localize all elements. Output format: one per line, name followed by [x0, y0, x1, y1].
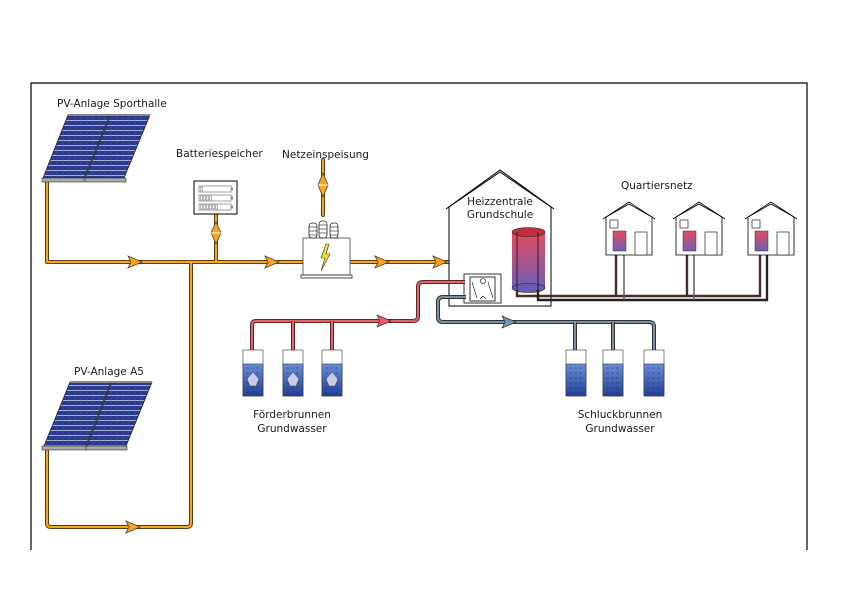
- district-network-label: Quartiersnetz: [621, 180, 693, 192]
- pv-array-a5: PV-Anlage A5: [41, 366, 153, 451]
- supply-wells: Förderbrunnen Grundwasser: [242, 349, 343, 435]
- pv-array-sporthalle: PV-Anlage Sporthalle: [41, 98, 167, 183]
- well-icon: [565, 349, 587, 397]
- district-network: Quartiersnetz: [602, 180, 798, 256]
- heat-pump-icon: [463, 273, 502, 304]
- supply-wells-label-line1: Förderbrunnen: [253, 409, 331, 421]
- heating-center-label-line1: Heizzentrale: [467, 196, 533, 208]
- battery-storage: Batteriespeicher: [176, 148, 263, 215]
- house-icon: [602, 201, 656, 256]
- pv-a5-label: PV-Anlage A5: [74, 366, 144, 378]
- transformer-icon: [300, 220, 353, 279]
- frame: [30, 82, 808, 550]
- flow-arrow: [376, 314, 392, 328]
- heating-center-label-line2: Grundschule: [467, 209, 533, 221]
- pv-sporthalle-label: PV-Anlage Sporthalle: [57, 98, 167, 110]
- house-icon: [672, 201, 726, 256]
- lightning-icon: [320, 243, 331, 272]
- grid-feed-in: Netzeinspeisung: [282, 149, 369, 279]
- return-wells-label-line2: Grundwasser: [585, 423, 655, 435]
- grid-feed-label: Netzeinspeisung: [282, 149, 369, 161]
- well-icon: [643, 349, 665, 397]
- well-icon: [321, 349, 343, 397]
- supply-wells-label-line2: Grundwasser: [257, 423, 327, 435]
- heating-center: Heizzentrale Grundschule: [445, 169, 555, 307]
- battery-icon: [193, 180, 238, 215]
- well-icon: [242, 349, 264, 397]
- bidirectional-arrow-battery: [210, 221, 222, 245]
- battery-label: Batteriespeicher: [176, 148, 263, 160]
- district-heating-lines: [515, 252, 769, 302]
- solar-panel-icon: [41, 114, 151, 183]
- house-icon: [744, 201, 798, 256]
- heat-storage-tank-icon: [511, 227, 546, 293]
- flow-arrow: [501, 315, 517, 329]
- return-wells: Schluckbrunnen Grundwasser: [565, 349, 665, 435]
- well-icon: [282, 349, 304, 397]
- return-wells-label-line1: Schluckbrunnen: [578, 409, 663, 421]
- well-icon: [602, 349, 624, 397]
- solar-panel-icon: [41, 381, 153, 451]
- bidirectional-arrow-grid: [317, 171, 329, 199]
- electric-lines: [45, 158, 487, 529]
